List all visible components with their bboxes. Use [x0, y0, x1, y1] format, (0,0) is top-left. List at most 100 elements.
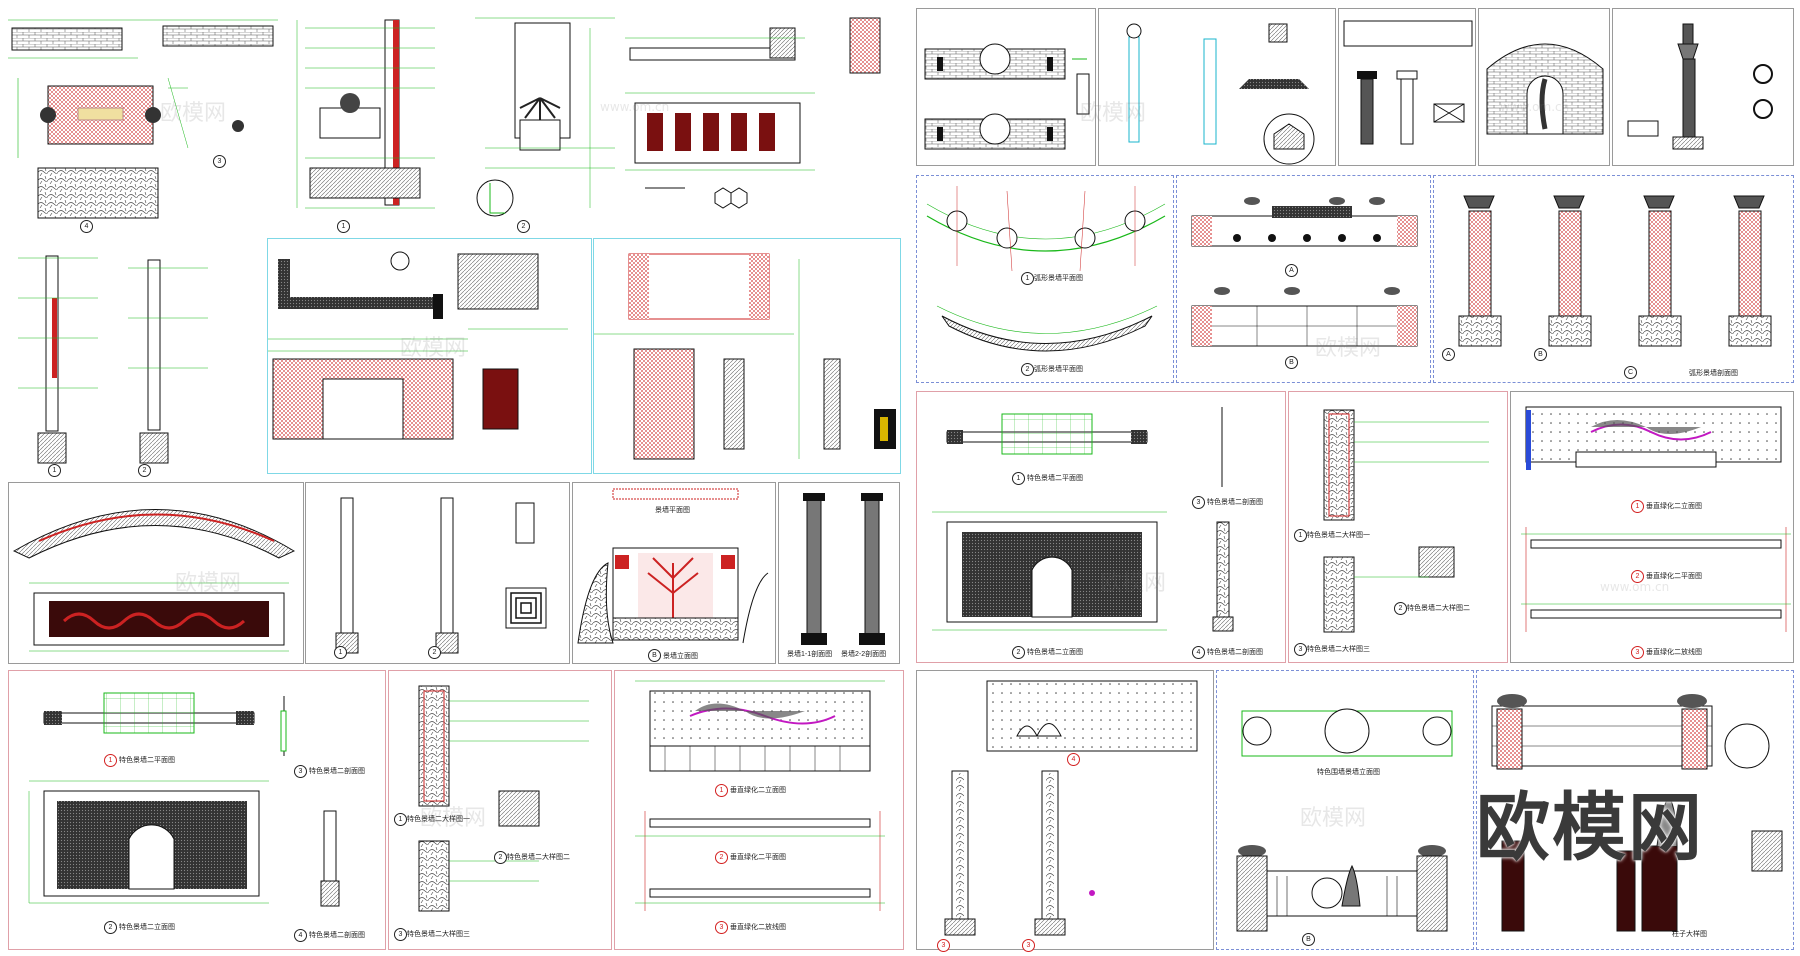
landscape-wall-1-caption: 景墙1-1剖面图: [787, 651, 833, 658]
sheet-moon-gate-small: [916, 8, 1096, 166]
gate-plan-elevation: [268, 251, 568, 440]
arc-wall-drawing: [12, 509, 296, 652]
detail-3-caption-r: 特色景墙二大样图三: [1307, 646, 1370, 653]
elevation-caption-r: 特色景墙二立面图: [1027, 649, 1083, 656]
sheet-vertical-greening-right: 1 垂直绿化二立面图 2 垂直绿化二平面图 3 垂直绿化二放线图: [1510, 391, 1794, 663]
detail-number: 1: [104, 754, 117, 767]
sheet-top-left-2: 1: [285, 8, 455, 233]
moon-gate-elevations: [924, 43, 1090, 150]
detail-number: 1: [715, 784, 728, 797]
detail-number: 3: [213, 155, 226, 168]
landscape-wall-2-caption: 景墙2-2剖面图: [841, 651, 887, 658]
landscape-wall-elevation-caption: 景墙立面图: [663, 653, 698, 660]
sheet-vertical-greening-2: 1 垂直绿化二立面图 2 垂直绿化二平面图 3 垂直绿化二放线图: [614, 670, 904, 950]
tall-column-elevation: [1627, 23, 1773, 150]
feature-wall-2-right-detail-drawings: [1323, 409, 1489, 633]
arc-wall-section-columns: [1458, 195, 1772, 347]
sheet-arc-wall: [8, 482, 304, 664]
arc-plan-caption-2: 弧形景墙平面图: [1034, 366, 1083, 373]
detail-number: 4: [294, 929, 307, 942]
detail-number: 3: [1192, 496, 1205, 509]
sheet-arc-elevation: A B: [1176, 175, 1431, 383]
detail-number: 3: [715, 921, 728, 934]
sheet-column-sections: 1 2: [8, 238, 263, 478]
detail-number: 2: [1631, 570, 1644, 583]
detail-number: 3: [937, 939, 950, 952]
detail-number: B: [648, 649, 661, 662]
plan-caption: 特色景墙二平面图: [119, 757, 175, 764]
section-caption-2: 特色景墙二剖面图: [309, 932, 365, 939]
sheet-gate-plan: [267, 238, 592, 474]
sheet-landscape-wall: B 景墙立面图 景墙平面图: [572, 482, 776, 664]
detail-number: 2: [494, 851, 507, 864]
detail-number: 3: [294, 765, 307, 778]
arc-wall-plans: [926, 186, 1166, 352]
landscape-wall-elevation: [577, 488, 769, 644]
sheet-feature-wall-2: 1 特色景墙二平面图 3 特色景墙二剖面图 2 特色景墙二立面图 4 特色景墙二…: [8, 670, 386, 950]
greening-columns-drawing: [944, 680, 1198, 936]
arc-wall-elevations: [1191, 197, 1418, 347]
detail-2-caption: 特色景墙二大样图二: [507, 854, 570, 861]
detail-number: 1: [1631, 500, 1644, 513]
detail-number: 2: [428, 646, 441, 659]
detail-number: 1: [334, 646, 347, 659]
veg-plan-caption: 垂直绿化二平面图: [730, 854, 786, 861]
sheet-column-cyan: [1098, 8, 1336, 166]
detail-number: 1: [1012, 472, 1025, 485]
sheet-gate-elevation: [593, 238, 901, 474]
detail-number: B: [1302, 933, 1315, 946]
section-caption-r: 特色景墙二剖面图: [1207, 499, 1263, 506]
sheet-landscape-columns: 景墙1-1剖面图 景墙2-2剖面图: [778, 482, 900, 664]
detail-number: 4: [1067, 753, 1080, 766]
brick-gate-elevation: [1486, 43, 1604, 135]
sheet-arc-plan: 1 弧形景墙平面图 2 弧形景墙平面图: [916, 175, 1174, 383]
column-section-pair: [18, 255, 208, 464]
detail-number: 1: [337, 220, 350, 233]
detail-number: B: [1285, 356, 1298, 369]
detail-number: 3: [1294, 643, 1307, 656]
detail-2-caption-r: 特色景墙二大样图二: [1407, 605, 1470, 612]
sheet-feature-wall-2-right: 1 特色景墙二平面图 3 特色景墙二剖面图 2 特色景墙二立面图 4 特色景墙二…: [916, 391, 1286, 663]
vertical-greening-drawings: [635, 680, 885, 911]
detail-number: 1: [394, 813, 407, 826]
sheet-column-details: 1 2: [305, 482, 570, 664]
detail-number: A: [1442, 348, 1455, 361]
veg-elevation-caption: 垂直绿化二立面图: [730, 787, 786, 794]
gate-caption: 特色围墙景墙立面图: [1317, 769, 1380, 776]
detail-number: 2: [517, 220, 530, 233]
section-caption: 特色景墙二剖面图: [309, 768, 365, 775]
detail-number: 2: [1012, 646, 1025, 659]
detail-3-caption: 特色景墙二大样图三: [407, 931, 470, 938]
detail-1-caption-r: 特色景墙二大样图一: [1307, 532, 1370, 539]
feature-wall-2-detail-drawings: [418, 685, 589, 912]
column-pair: [801, 493, 885, 645]
sheet-top-left-1: 4 3: [8, 8, 278, 233]
landscape-wall-plan-caption: 景墙平面图: [655, 507, 690, 514]
feature-gate-right-drawing: [1491, 694, 1783, 932]
plan-caption-r: 特色景墙二平面图: [1027, 475, 1083, 482]
sheet-feature-wall-2-right-details: 1 特色景墙二大样图一 2 特色景墙二大样图二 3 特色景墙二大样图三: [1288, 391, 1508, 663]
watermark-main: 欧模网: [1476, 785, 1704, 871]
column-sections: [335, 497, 547, 654]
veg-layout-caption-r: 垂直绿化二放线图: [1646, 649, 1702, 656]
feature-gate-elevation-drawing: [1236, 708, 1453, 932]
detail-number: C: [1624, 366, 1637, 379]
wall-elevation-detail: [625, 17, 881, 209]
gate-elevation: [594, 253, 896, 460]
sheet-top-left-3: 2: [465, 8, 625, 233]
column-detail-caption: 柱子大样图: [1672, 931, 1707, 938]
vertical-greening-right-drawings: [1521, 406, 1791, 632]
detail-number: A: [1285, 264, 1298, 277]
detail-number: 2: [715, 851, 728, 864]
detail-number: 2: [104, 921, 117, 934]
veg-layout-caption: 垂直绿化二放线图: [730, 924, 786, 931]
detail-number: 3: [1631, 646, 1644, 659]
detail-number: 3: [1022, 939, 1035, 952]
section-caption-r2: 特色景墙二剖面图: [1207, 649, 1263, 656]
feature-wall-2-right-drawings: [932, 407, 1234, 632]
detail-number: 2: [1021, 363, 1034, 376]
detail-number: 2: [138, 464, 151, 477]
detail-number: 4: [80, 220, 93, 233]
column-pair-drawing: [1343, 20, 1473, 145]
veg-elevation-caption-r: 垂直绿化二立面图: [1646, 503, 1702, 510]
